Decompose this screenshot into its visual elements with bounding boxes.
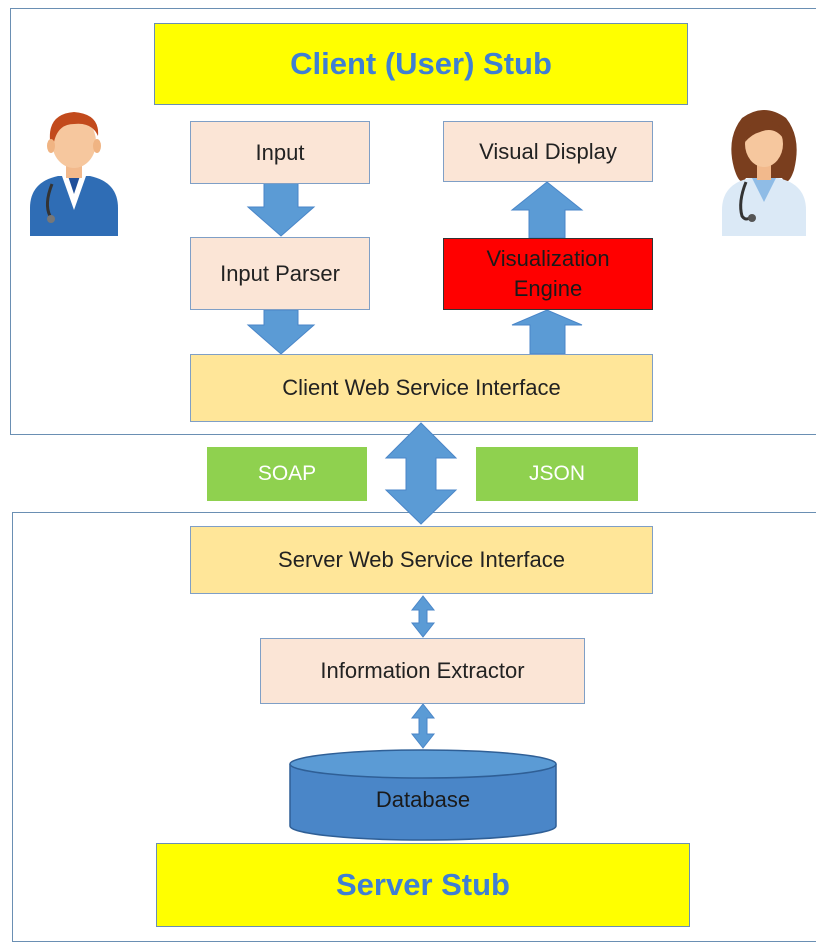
extractor-database-double-arrow xyxy=(410,703,436,749)
client-stub-box: Client (User) Stub xyxy=(154,23,688,105)
json-label: JSON xyxy=(528,462,585,485)
server-interface-box: Server Web Service Interface xyxy=(190,526,653,594)
input-parser-label: Input Parser xyxy=(220,260,340,286)
input-parser-box: Input Parser xyxy=(190,237,370,310)
interface-extractor-double-arrow xyxy=(410,595,436,638)
interface-to-engine-arrow xyxy=(511,309,583,355)
client-stub-label: Client (User) Stub xyxy=(290,46,552,81)
client-server-double-arrow xyxy=(384,422,458,525)
visualization-engine-box: Visualization Engine xyxy=(443,238,653,310)
server-stub-label: Server Stub xyxy=(335,867,510,902)
server-stub-box: Server Stub xyxy=(156,843,690,927)
client-interface-label: Client Web Service Interface xyxy=(282,375,561,400)
information-extractor-label: Information Extractor xyxy=(320,658,525,683)
male-doctor-icon xyxy=(30,112,118,236)
server-interface-label: Server Web Service Interface xyxy=(278,547,565,572)
input-label: Input xyxy=(255,139,305,165)
engine-to-display-arrow xyxy=(510,181,584,239)
soap-label: SOAP xyxy=(257,462,317,485)
female-doctor-icon xyxy=(722,110,806,236)
database-label-wrap: Database xyxy=(290,778,556,822)
parser-to-interface-arrow xyxy=(246,309,316,355)
input-box: Input xyxy=(190,121,370,184)
client-interface-box: Client Web Service Interface xyxy=(190,354,653,422)
visual-display-box: Visual Display xyxy=(443,121,653,182)
database-label: Database xyxy=(375,787,471,812)
information-extractor-box: Information Extractor xyxy=(260,638,585,704)
visual-display-label: Visual Display xyxy=(479,138,617,164)
visualization-engine-label: Visualization Engine xyxy=(486,246,610,301)
input-to-parser-arrow xyxy=(246,181,316,237)
soap-badge: SOAP xyxy=(207,447,367,501)
json-badge: JSON xyxy=(476,447,638,501)
database-cylinder xyxy=(289,749,557,841)
